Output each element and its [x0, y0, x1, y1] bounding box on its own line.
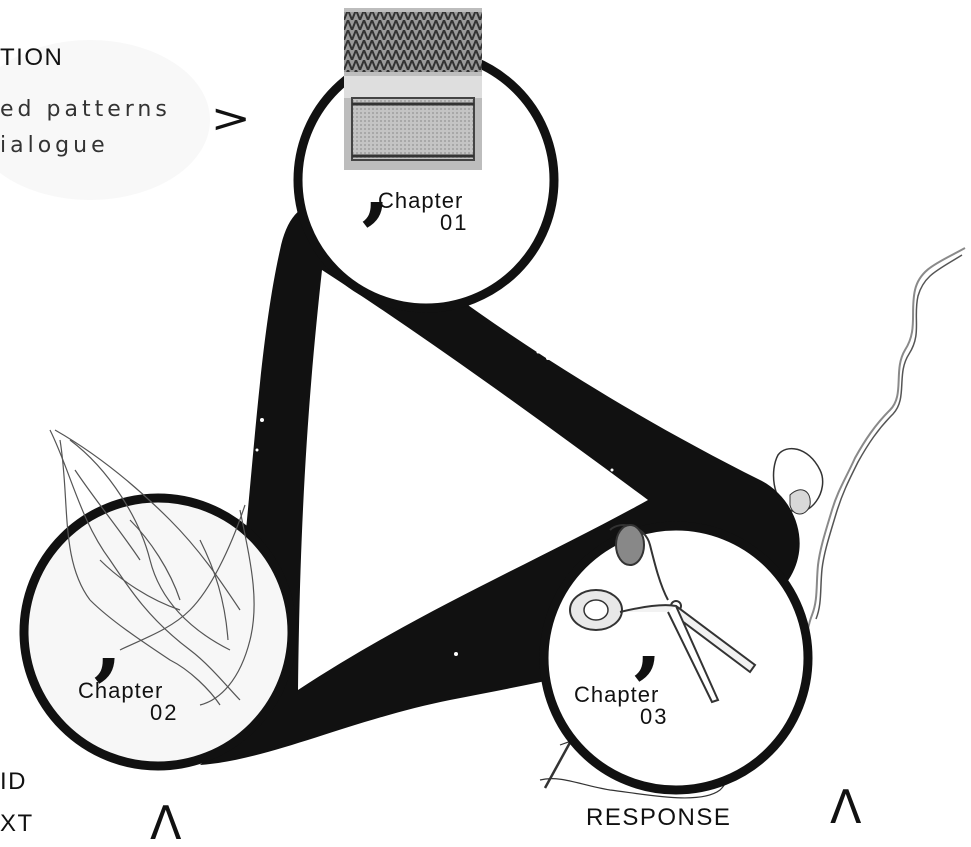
bottom-left-line-1: ID [0, 768, 27, 796]
up-caret-icon-left: Λ [150, 800, 181, 846]
bottom-left-line-2: XT [0, 810, 34, 838]
chapter-01-label: Chapter 01 [378, 190, 468, 234]
chapter-03-number: 03 [574, 706, 668, 728]
top-caption-line-1: ed patterns [0, 97, 171, 122]
chapter-01-number: 01 [378, 212, 468, 234]
right-chevron-icon: > [211, 96, 251, 142]
chapter-01-node [298, 8, 554, 308]
chapter-02-quote-icon: ‚ [92, 596, 123, 686]
top-caption-line-2: ialogue [0, 133, 109, 158]
chapter-02-label: Chapter 02 [78, 680, 178, 724]
response-label: RESPONSE [586, 804, 731, 832]
up-caret-icon-right: Λ [830, 784, 861, 830]
top-heading: TION [0, 44, 63, 72]
chapter-03-quote-icon: ‚ [632, 594, 663, 684]
chapter-02-number: 02 [78, 702, 178, 724]
chapter-03-node [544, 525, 808, 790]
chapter-03-label: Chapter 03 [574, 684, 668, 728]
